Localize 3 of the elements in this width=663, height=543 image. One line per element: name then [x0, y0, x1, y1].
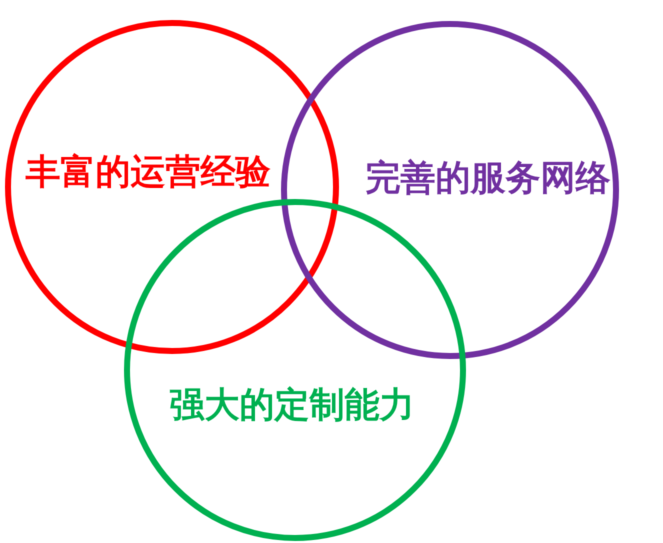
- circle-label: 强大的定制能力: [170, 388, 414, 422]
- circle-label: 丰富的运营经验: [26, 154, 270, 190]
- circle-label: 完善的服务网络: [366, 160, 610, 196]
